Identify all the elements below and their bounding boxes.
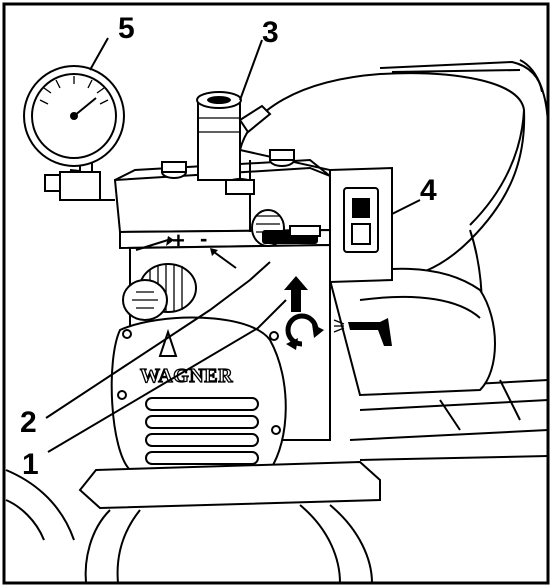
up-arrow-icon [284,276,308,312]
leader-lines [45,37,421,453]
top-bolts [161,149,295,179]
callout-3: 3 [262,16,279,49]
pressure-control-knob [122,263,197,321]
callout-1: 1 [22,448,39,481]
callout-4: 4 [420,174,437,207]
callout-5: 5 [118,12,135,45]
switch-box [329,166,393,284]
prime-spray-valve [251,209,321,247]
cart-frame [5,460,381,584]
plus-symbol: + [172,228,185,253]
front-cover: WAGNER [110,316,287,486]
operation-symbols [284,276,392,350]
callout-2: 2 [20,406,37,439]
pressure-gauge [23,65,125,201]
rotate-icon [285,313,324,350]
spray-gun-icon [333,318,392,346]
wagner-logo: WAGNER [140,365,233,387]
minus-symbol: - [200,226,207,251]
pressure-panel: + - [135,226,237,269]
gauge-ticks [39,76,109,105]
vent-slots [145,397,259,465]
